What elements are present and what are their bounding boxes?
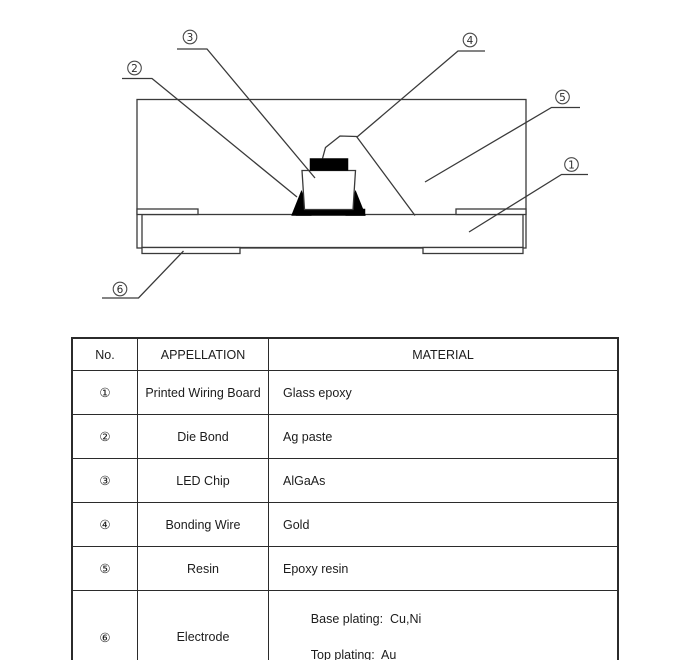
callout-5-leader [424, 106, 580, 183]
callout-4-leader [356, 50, 485, 138]
table-row: ② Die Bond Ag paste [71, 414, 619, 459]
table-header-row: No. APPELLATION MATERIAL [71, 337, 619, 371]
row-3-appellation: LED Chip [137, 458, 269, 503]
electrode-top-left [136, 208, 199, 216]
row-4-material: Gold [268, 502, 619, 547]
electrode-bottom-left [141, 246, 241, 255]
table-row: ⑤ Resin Epoxy resin [71, 546, 619, 591]
row-6-appellation: Electrode [137, 589, 269, 660]
row-5-no: ⑤ [71, 546, 138, 591]
callout-4-circle [462, 32, 478, 48]
row-3-no: ③ [71, 458, 138, 503]
table-row: ① Printed Wiring Board Glass epoxy [71, 370, 619, 415]
callout-2: 2 [122, 60, 298, 198]
row-6-no: ⑥ [71, 589, 138, 660]
row-2-no: ② [71, 414, 138, 459]
callout-3-leader [177, 48, 316, 179]
table-row: ⑥ Electrode Base plating: Cu,Ni Top plat… [71, 589, 619, 660]
callout-1: 1 [468, 157, 588, 233]
row-4-appellation: Bonding Wire [137, 502, 269, 547]
callout-1-circle [564, 157, 579, 172]
electrode-bottom-right [422, 246, 524, 255]
row-6-material-line-1: Base plating: Cu,Ni [310, 612, 422, 627]
callout-5-label: 5 [559, 92, 566, 104]
header-appellation: APPELLATION [137, 337, 269, 371]
callout-2-circle [127, 60, 142, 76]
header-material: MATERIAL [268, 337, 619, 371]
callout-5-circle [555, 89, 570, 105]
callout-6: 6 [102, 250, 184, 299]
row-2-material: Ag paste [268, 414, 619, 459]
callout-3-label: 3 [187, 32, 194, 44]
table-row: ④ Bonding Wire Gold [71, 502, 619, 547]
materials-table: No. APPELLATION MATERIAL ① Printed Wirin… [71, 337, 619, 660]
header-no: No. [71, 337, 138, 371]
callout-5: 5 [424, 89, 580, 183]
row-1-appellation: Printed Wiring Board [137, 370, 269, 415]
callout-3: 3 [177, 29, 316, 179]
row-1-material: Glass epoxy [268, 370, 619, 415]
row-6-material: Base plating: Cu,Ni Top plating: Au [268, 589, 619, 660]
row-4-no: ④ [71, 502, 138, 547]
printed-wiring-board [141, 213, 524, 249]
callout-1-leader [468, 173, 588, 233]
led-chip [301, 169, 357, 211]
callout-6-leader [102, 250, 184, 299]
led-cross-section-diagram: 1 2 3 4 5 6 [102, 29, 588, 299]
callout-6-label: 6 [117, 284, 124, 296]
table-row: ③ LED Chip AlGaAs [71, 458, 619, 503]
callout-6-circle [112, 281, 128, 297]
callout-2-label: 2 [131, 63, 138, 75]
row-1-no: ① [71, 370, 138, 415]
row-3-material: AlGaAs [268, 458, 619, 503]
callout-4-label: 4 [467, 35, 474, 47]
bonding-wire [321, 135, 416, 216]
row-2-appellation: Die Bond [137, 414, 269, 459]
callout-4: 4 [356, 32, 485, 138]
row-5-appellation: Resin [137, 546, 269, 591]
callout-1-label: 1 [568, 159, 575, 171]
led-chip-top-pad [309, 158, 349, 171]
row-5-material: Epoxy resin [268, 546, 619, 591]
electrode-top-right [455, 208, 527, 216]
row-6-material-line-2: Top plating: Au [310, 648, 397, 660]
callout-2-leader [122, 77, 298, 198]
callout-3-circle [182, 29, 198, 45]
